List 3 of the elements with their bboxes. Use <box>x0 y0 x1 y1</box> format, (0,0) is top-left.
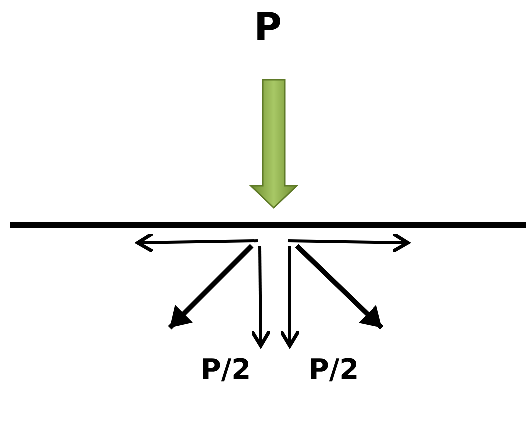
force-label: P <box>253 8 283 46</box>
force-label: P/2 <box>308 356 360 384</box>
force-label: P/2 <box>200 356 252 384</box>
